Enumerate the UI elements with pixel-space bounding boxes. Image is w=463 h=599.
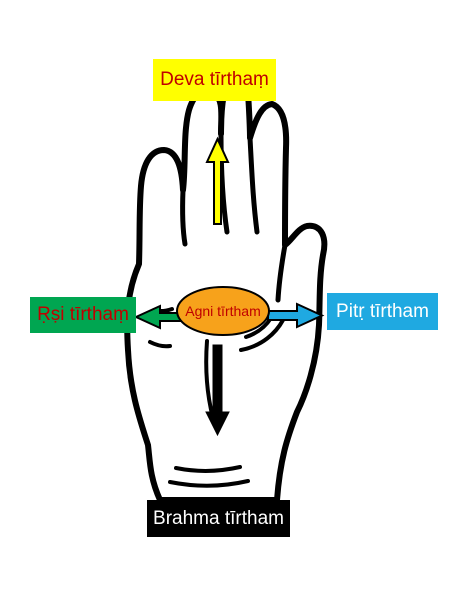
brahma-arrow xyxy=(205,344,230,437)
agni-ellipse xyxy=(176,286,270,336)
agni-tirtha-label: Agni tīrtham xyxy=(185,303,261,319)
deva-arrow xyxy=(205,136,230,225)
crease-5 xyxy=(239,318,285,352)
finger-line-1 xyxy=(180,187,188,247)
deva-tirtha-label: Deva tīrthaṃ xyxy=(153,59,276,101)
wrist-crease-2 xyxy=(168,479,250,488)
crease-2 xyxy=(148,340,172,349)
pitr-arrow xyxy=(267,302,325,329)
crease-1 xyxy=(204,339,215,420)
finger-line-3 xyxy=(247,135,260,235)
wrist-crease-1 xyxy=(174,465,242,473)
thumb-line xyxy=(275,242,288,303)
palm-creases xyxy=(148,307,285,488)
pitr-tirtha-label: Pitṛ tīrtham xyxy=(327,293,438,330)
brahma-tirtha-label: Brahma tīrtham xyxy=(147,500,290,537)
rsi-tirtha-label: Ṛṣi tīrthaṃ xyxy=(30,297,136,333)
